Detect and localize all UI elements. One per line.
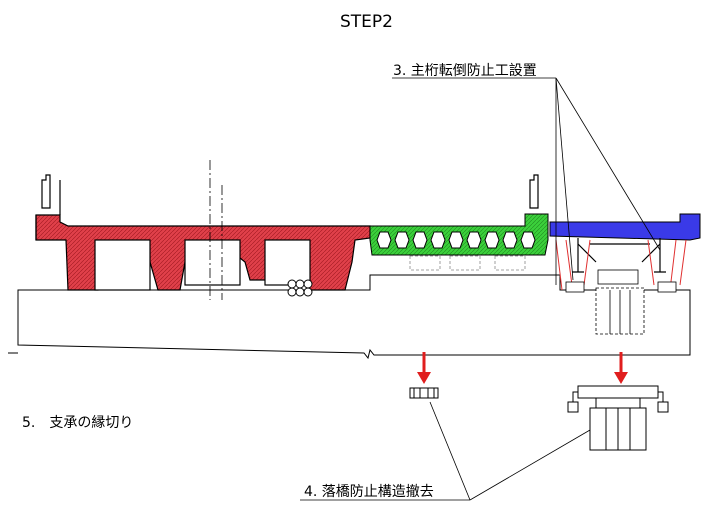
- centerlines: [209, 160, 223, 300]
- label-step3: 3. 主桁転倒防止工設置: [393, 63, 537, 79]
- removed-bracket-small: [409, 387, 439, 399]
- label-step4: 4. 落橋防止構造撤去: [304, 484, 434, 500]
- label-step5: 5. 支承の縁切り: [22, 415, 134, 431]
- overturn-guards: [555, 239, 687, 291]
- left-girder: [35, 180, 371, 291]
- green-girder: [369, 213, 549, 271]
- page-title: STEP2: [340, 12, 393, 32]
- blue-girder: [549, 213, 701, 273]
- removal-arrows: [417, 352, 628, 384]
- removed-bearing-large: [567, 385, 669, 451]
- bearing-stack: [565, 269, 677, 335]
- pier-outline: [8, 274, 691, 360]
- leader-lines-step4: [300, 401, 591, 501]
- pipes: [287, 279, 313, 297]
- leader-lines-step3: [392, 77, 661, 285]
- left-railing: [41, 174, 539, 209]
